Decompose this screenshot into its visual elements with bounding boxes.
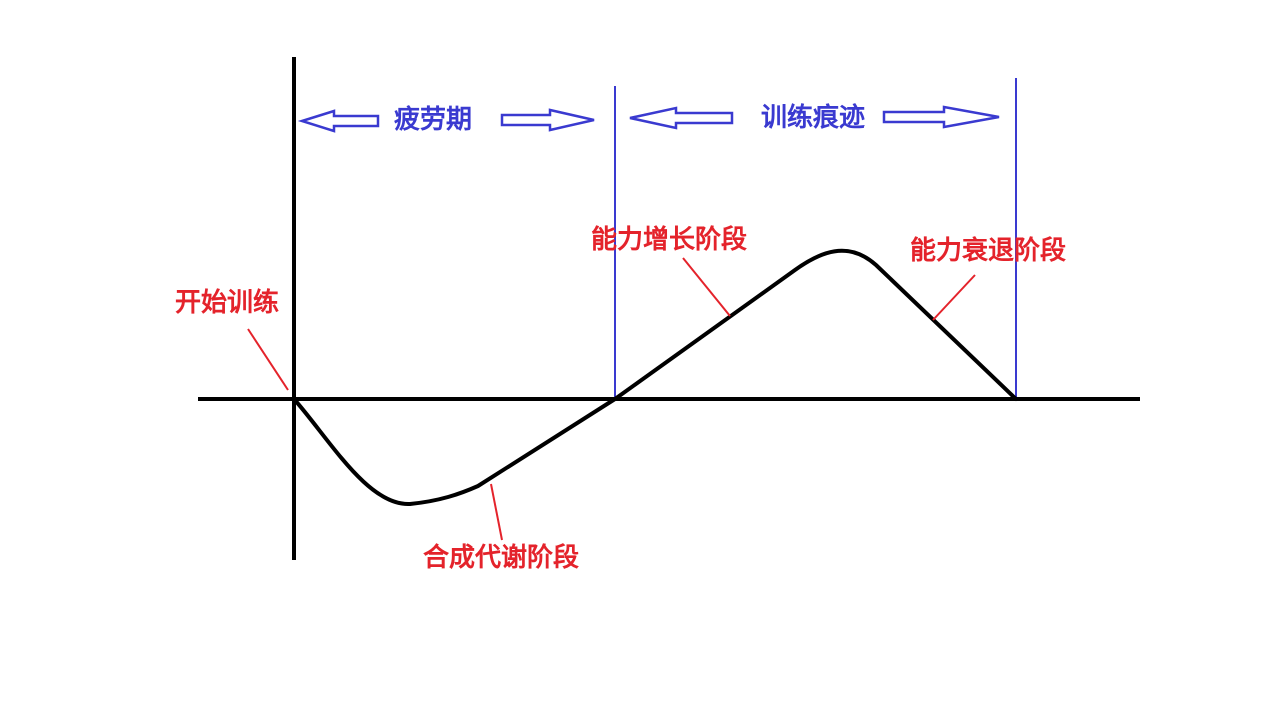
leader-line-ability-decline — [932, 274, 976, 321]
stage-label-ability-growth: 能力增长阶段 — [591, 224, 747, 255]
left-arrow-icon — [297, 109, 380, 133]
leader-line-anabolic — [490, 483, 503, 541]
leader-line-ability-growth — [682, 257, 731, 317]
left-arrow-icon — [629, 106, 734, 130]
phase-label-training-trace: 训练痕迹 — [761, 102, 865, 133]
response-curve — [292, 248, 1018, 507]
stage-label-start-training: 开始训练 — [175, 287, 279, 318]
leader-line-start-training — [247, 328, 289, 391]
stage-label-anabolic: 合成代谢阶段 — [423, 542, 579, 573]
right-arrow-icon — [500, 108, 595, 132]
stage-label-ability-decline: 能力衰退阶段 — [910, 235, 1066, 266]
right-arrow-icon — [882, 105, 1000, 129]
phase-label-fatigue: 疲劳期 — [394, 104, 472, 135]
